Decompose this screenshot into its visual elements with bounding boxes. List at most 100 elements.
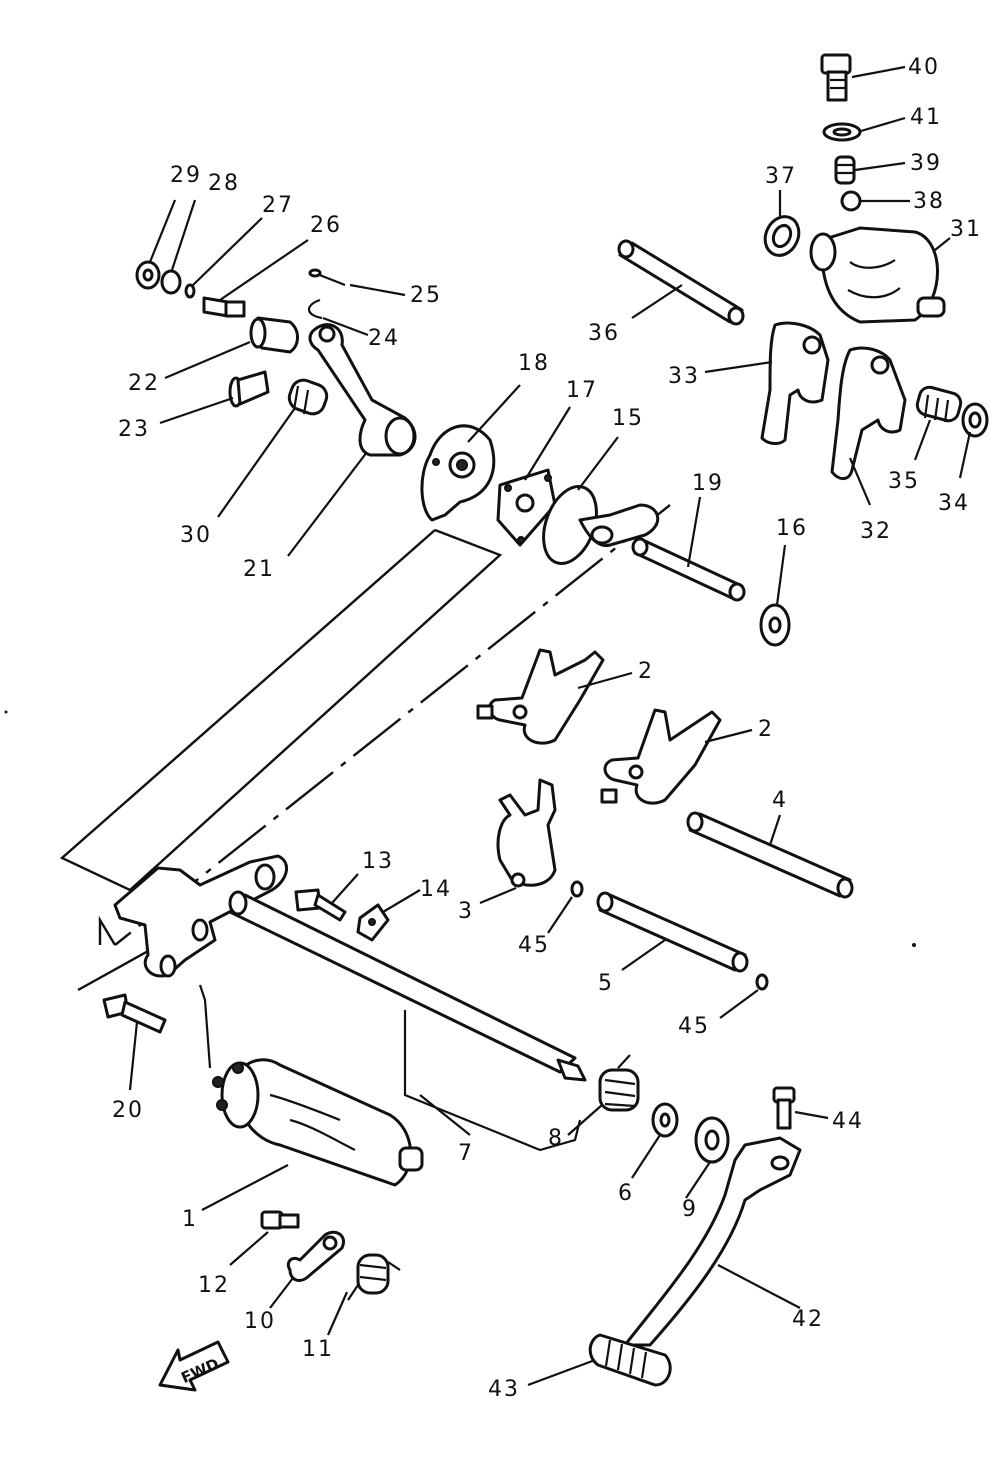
plate-part-17 bbox=[496, 468, 557, 547]
washer-part-34 bbox=[961, 402, 989, 438]
scan-dot bbox=[4, 710, 8, 714]
callout-31: 31 bbox=[950, 217, 982, 242]
callout-15: 15 bbox=[612, 406, 644, 431]
callout-2b: 2 bbox=[758, 717, 774, 742]
callout-26: 26 bbox=[310, 213, 342, 238]
scan-dot bbox=[912, 943, 916, 947]
callout-25: 25 bbox=[410, 283, 442, 308]
leader-lines bbox=[128, 65, 972, 1387]
shift-fork-part-33 bbox=[760, 321, 830, 445]
shift-fork-part-2b bbox=[600, 708, 722, 805]
shift-shaft-part-7 bbox=[113, 854, 587, 1082]
shift-drum-part-1 bbox=[212, 1058, 424, 1187]
pin-part-25 bbox=[308, 268, 346, 287]
callout-40: 40 bbox=[908, 55, 940, 80]
callout-41: 41 bbox=[910, 105, 942, 130]
callout-42: 42 bbox=[792, 1307, 824, 1332]
spring-part-30 bbox=[287, 378, 329, 416]
shaft-part-19 bbox=[631, 537, 746, 602]
plate-part-14 bbox=[356, 903, 390, 942]
bolt-part-12 bbox=[260, 1210, 300, 1230]
spring-part-39 bbox=[834, 155, 856, 185]
spring-part-8 bbox=[598, 1054, 640, 1112]
bearing-part-37 bbox=[763, 215, 801, 257]
ball-part-38 bbox=[840, 190, 862, 212]
callout-23: 23 bbox=[118, 417, 150, 442]
callout-28: 28 bbox=[208, 171, 240, 196]
callout-2a: 2 bbox=[638, 659, 654, 684]
rod-part-4 bbox=[686, 811, 854, 899]
o-ring-part-27 bbox=[184, 283, 196, 299]
rod-part-36 bbox=[617, 239, 745, 326]
callout-16: 16 bbox=[776, 516, 808, 541]
fwd-arrow-icon: FWD bbox=[158, 1340, 230, 1392]
callout-21: 21 bbox=[243, 557, 275, 582]
spring-part-35 bbox=[915, 385, 963, 423]
rubber-part-43 bbox=[588, 1333, 672, 1387]
callout-8: 8 bbox=[548, 1126, 564, 1151]
callout-22: 22 bbox=[128, 371, 160, 396]
callout-17: 17 bbox=[566, 378, 598, 403]
callout-4: 4 bbox=[772, 788, 788, 813]
shift-fork-part-3 bbox=[496, 778, 557, 888]
callout-29: 29 bbox=[170, 163, 202, 188]
callout-27: 27 bbox=[262, 193, 294, 218]
shift-drum-part-31 bbox=[809, 226, 946, 324]
shift-pedal-part-42 bbox=[623, 1136, 802, 1347]
callout-14: 14 bbox=[420, 877, 452, 902]
callout-6: 6 bbox=[618, 1181, 634, 1206]
callout-30: 30 bbox=[180, 523, 212, 548]
stopper-part-15 bbox=[542, 485, 659, 565]
callout-13: 13 bbox=[362, 849, 394, 874]
callout-11: 11 bbox=[302, 1337, 334, 1362]
callout-35: 35 bbox=[888, 469, 920, 494]
washer-part-6 bbox=[651, 1102, 679, 1138]
shift-fork-part-2a bbox=[476, 648, 605, 745]
bushing-part-9 bbox=[694, 1116, 730, 1164]
callout-19: 19 bbox=[692, 471, 724, 496]
callout-38: 38 bbox=[913, 189, 945, 214]
callout-24: 24 bbox=[368, 326, 400, 351]
bolt-part-13 bbox=[294, 888, 347, 922]
callout-45a: 45 bbox=[518, 933, 550, 958]
clip-part-24 bbox=[307, 298, 323, 320]
callout-33: 33 bbox=[668, 364, 700, 389]
callout-45b: 45 bbox=[678, 1014, 710, 1039]
callout-20: 20 bbox=[112, 1098, 144, 1123]
bolt-part-44 bbox=[772, 1086, 796, 1130]
callout-1: 1 bbox=[182, 1207, 198, 1232]
assembly-outline bbox=[59, 504, 671, 992]
joint-part-22 bbox=[249, 316, 299, 354]
callout-18: 18 bbox=[518, 351, 550, 376]
rod-part-5 bbox=[596, 891, 749, 973]
shift-arm-part-21 bbox=[308, 323, 417, 457]
bolt-part-26 bbox=[202, 296, 246, 318]
washer-part-16 bbox=[759, 603, 791, 647]
callout-34: 34 bbox=[938, 491, 970, 516]
callout-44: 44 bbox=[832, 1109, 864, 1134]
callout-7: 7 bbox=[458, 1141, 474, 1166]
callout-5: 5 bbox=[598, 971, 614, 996]
pin-part-23 bbox=[228, 370, 270, 408]
washer-part-28 bbox=[160, 269, 182, 295]
callout-39: 39 bbox=[910, 151, 942, 176]
bolt-part-20 bbox=[102, 993, 167, 1034]
spring-part-11 bbox=[347, 1253, 401, 1301]
callout-10: 10 bbox=[244, 1309, 276, 1334]
callout-labels: 40 41 39 38 37 31 36 33 35 34 32 29 28 2… bbox=[112, 55, 982, 1402]
callout-43: 43 bbox=[488, 1377, 520, 1402]
callout-12: 12 bbox=[198, 1273, 230, 1298]
callout-3: 3 bbox=[458, 899, 474, 924]
bolt-part-40 bbox=[820, 53, 852, 102]
plate-part-18 bbox=[420, 424, 496, 522]
callout-9: 9 bbox=[682, 1197, 698, 1222]
callout-36: 36 bbox=[588, 321, 620, 346]
callout-37: 37 bbox=[765, 164, 797, 189]
o-ring-part-45b bbox=[755, 973, 769, 991]
lever-part-10 bbox=[286, 1230, 345, 1282]
washer-part-41 bbox=[822, 122, 862, 142]
o-ring-part-45a bbox=[570, 880, 584, 898]
nut-part-29 bbox=[135, 260, 161, 290]
shift-fork-part-32 bbox=[830, 346, 907, 480]
